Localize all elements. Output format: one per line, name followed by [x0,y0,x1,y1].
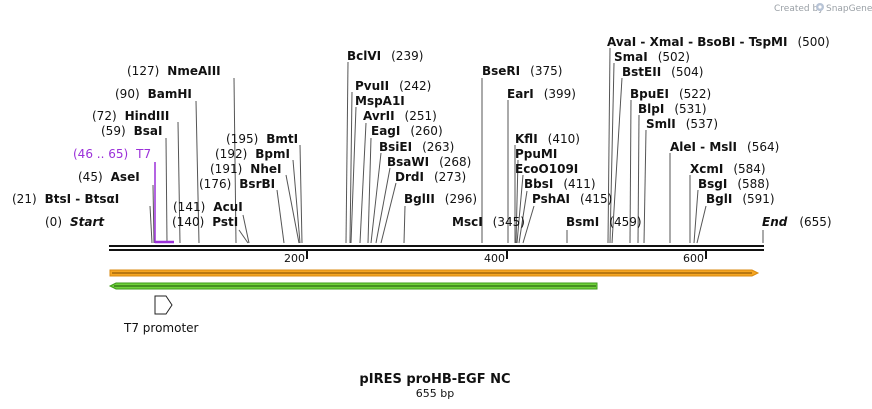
enzyme-label: PvuII(242) [355,79,431,93]
t7-promoter-feature[interactable]: T7 promoter [123,295,199,335]
enzyme-label: (72)HindIII [92,109,169,123]
enzyme-label: AvrII(251) [363,109,437,123]
enzyme-label: EcoO109I [515,162,578,176]
enzyme-label: BglII(296) [404,192,477,206]
enzyme-label: (192)BpmI [215,147,290,161]
enzyme-label: BbsI(411) [524,177,596,191]
created-by-label: Created by [774,4,824,14]
enzyme-label: MspA1I [355,94,405,108]
enzyme-label: (191)NheI [210,162,281,176]
enzyme-label: BsmI(459) [566,215,642,229]
enzyme-label: (45)AseI [78,170,140,184]
enzyme-label: SmlI(537) [646,117,718,131]
sequence-title: pIRES proHB-EGF NC [359,372,510,387]
ruler-tick-label: 400 [484,252,505,265]
enzyme-label: DrdI(273) [395,170,466,184]
enzyme-label: (21)BtsI - BtsαI [12,192,119,206]
enzyme-label: BlpI(531) [638,102,707,116]
enzyme-label: (127)NmeAIII [127,64,221,78]
green-feature-arrow[interactable] [108,282,598,290]
enzyme-label: KflI(410) [515,132,580,146]
primer-t7[interactable]: (46 .. 65)T7 [73,147,174,244]
enzyme-label: (140)PstI [172,215,238,229]
sequence-length: 655 bp [416,387,454,400]
end-label: End(655) [762,215,832,229]
ruler: 200 400 600 [284,251,707,265]
enzyme-label: BsgI(588) [698,177,770,191]
enzyme-label: BsiEI(263) [379,140,454,154]
enzyme-label: (59)BsaI [101,124,163,138]
enzyme-label: (176)BsrBI [199,177,275,191]
enzyme-label: PshAI(415) [532,192,612,206]
enzyme-label: BglI(591) [706,192,775,206]
enzyme-label: (141)AcuI [173,200,243,214]
enzyme-label: BstEII(504) [622,65,703,79]
cut-site-leader-lines [149,47,764,244]
snapgene-brand: SnapGene [826,4,872,14]
enzyme-label: AvaI - XmaI - BsoBI - TspMI(500) [607,35,830,49]
enzyme-label: PpuMI [515,147,557,161]
enzyme-label: BclVI(239) [347,49,423,63]
enzyme-label: AleI - MslI(564) [670,140,779,154]
orange-feature-arrow[interactable] [109,269,760,277]
snapgene-logo-icon [816,3,824,11]
start-label: (0)Start [45,215,105,229]
enzyme-label: (195)BmtI [226,132,298,146]
enzyme-label: EagI(260) [371,124,443,138]
enzyme-label: EarI(399) [507,87,576,101]
dna-backbone [109,245,764,251]
promoter-arrow-icon [154,295,173,315]
enzyme-label: (90)BamHI [115,87,192,101]
enzyme-label: BpuEI(522) [630,87,711,101]
enzyme-label: BsaWI(268) [387,155,471,169]
ruler-tick-label: 200 [284,252,305,265]
promoter-label: T7 promoter [123,321,199,335]
primer-label: (46 .. 65)T7 [73,147,151,161]
ruler-tick-label: 600 [683,252,704,265]
enzyme-label: BseRI(375) [482,64,562,78]
enzyme-label: SmaI(502) [614,50,690,64]
enzyme-label: XcmI(584) [690,162,766,176]
enzyme-label: MscI(345) [452,215,525,229]
